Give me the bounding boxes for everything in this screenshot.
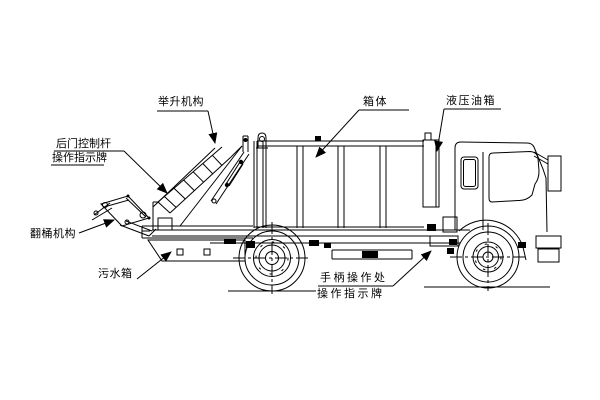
label-bin-flip-mechanism: 翻桶机构 [30, 227, 76, 240]
label-sewage-tank: 污水箱 [98, 267, 133, 280]
lift-arm-mechanism [210, 132, 268, 205]
hydraulic-oil-tank [422, 132, 440, 208]
side-mirror [533, 151, 562, 192]
label-hydraulic-oil-tank: 液压油箱 [446, 94, 496, 107]
label-lift-mechanism: 举升机构 [158, 95, 204, 108]
label-container-body: 箱体 [363, 95, 388, 108]
label-rear-door-control-line1: 后门控制杆 [56, 137, 111, 150]
rear-side-window [460, 156, 479, 190]
label-handle-operation-line1: 手柄操作处 [320, 271, 388, 284]
front-bumper [535, 235, 562, 263]
container-body [253, 136, 424, 228]
door-window [488, 150, 540, 203]
leader-lines [78, 108, 445, 287]
label-rear-door-control-line2: 操作指示牌 [52, 151, 107, 164]
truck-cab [454, 141, 562, 263]
label-underlines [51, 108, 501, 287]
rear-wheel [233, 222, 311, 294]
bin-flip-mechanism [91, 194, 157, 237]
label-handle-operation-line2: 操作指示牌 [317, 287, 385, 300]
front-wheel [450, 223, 526, 291]
